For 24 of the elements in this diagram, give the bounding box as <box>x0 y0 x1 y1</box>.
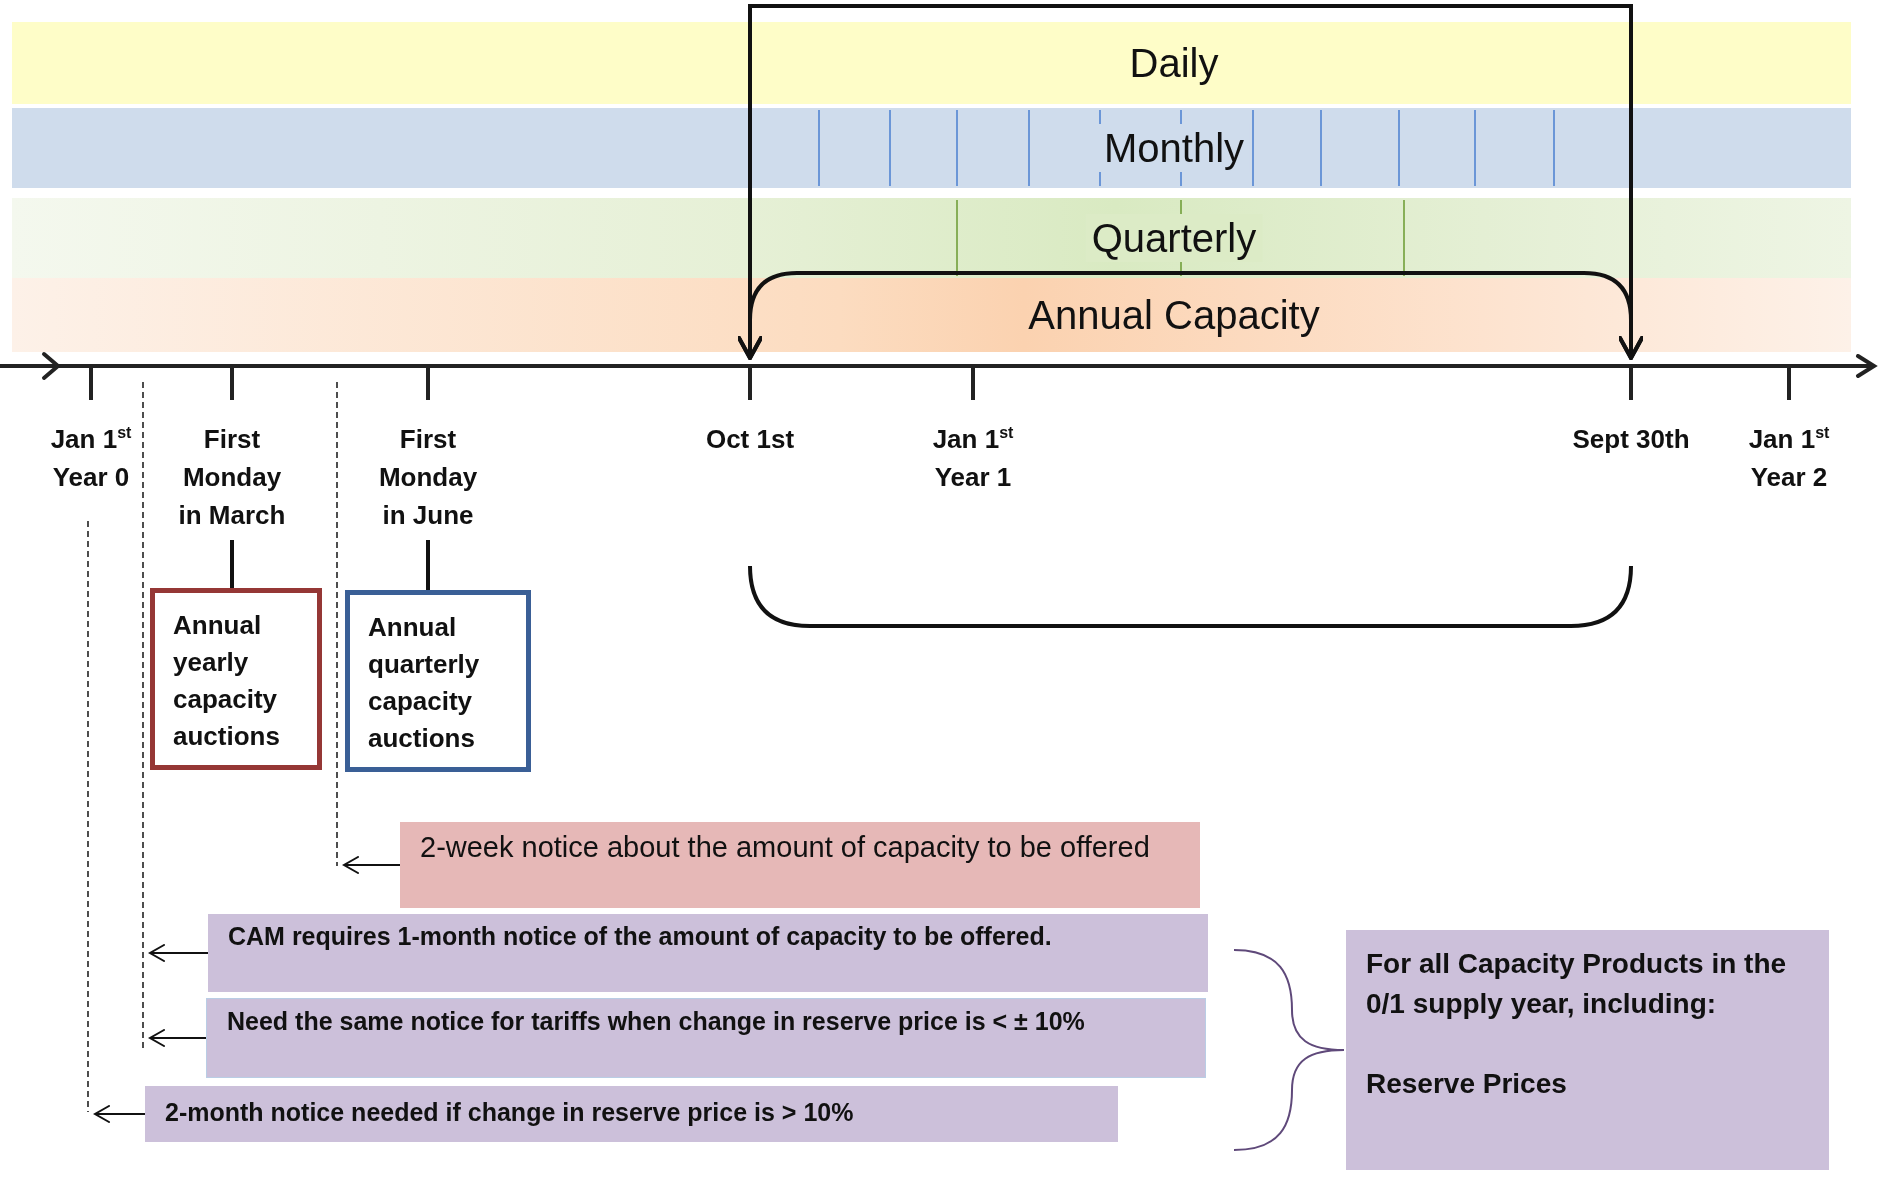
date-label: Jan 1$^{st}$ Year 0 <box>41 418 141 496</box>
arrow <box>149 1029 207 1047</box>
arrow <box>149 944 209 962</box>
notice-box: 2-month notice needed if change in reserve price is > 10% <box>145 1086 1118 1142</box>
note-box: For all Capacity Products in the 0/1 supply year, including: Reserve Prices <box>1346 930 1829 1170</box>
date-label: First Monday in March <box>174 418 290 534</box>
date-label: Jan 1$^{st}$ Year 2 <box>1739 418 1839 496</box>
date-label: Oct 1st <box>690 418 810 458</box>
auction-box: Annual quarterly capacity auctions <box>345 590 531 772</box>
date-label: Sept 30th <box>1556 418 1706 458</box>
monthly-band: Monthly <box>12 108 1851 188</box>
connector-line <box>426 540 430 590</box>
date-label: First Monday in June <box>370 418 486 534</box>
connector-line <box>230 540 234 588</box>
notice-box: CAM requires 1-month notice of the amount of capacity to be offered. <box>208 914 1208 992</box>
quarterly-band: Quarterly <box>12 198 1851 278</box>
date-label: Jan 1$^{st}$ Year 1 <box>918 418 1028 496</box>
annual-capacity-band: Annual Capacity <box>12 278 1851 352</box>
notice-box: Need the same notice for tariffs when change in reserve price is < ± 10% <box>206 998 1206 1078</box>
daily-band: Daily <box>12 22 1851 104</box>
arrow <box>94 1105 146 1123</box>
arrow <box>343 856 401 874</box>
notice-box: 2-week notice about the amount of capacity to be offered <box>400 822 1200 908</box>
auction-box: Annual yearly capacity auctions <box>150 588 322 770</box>
